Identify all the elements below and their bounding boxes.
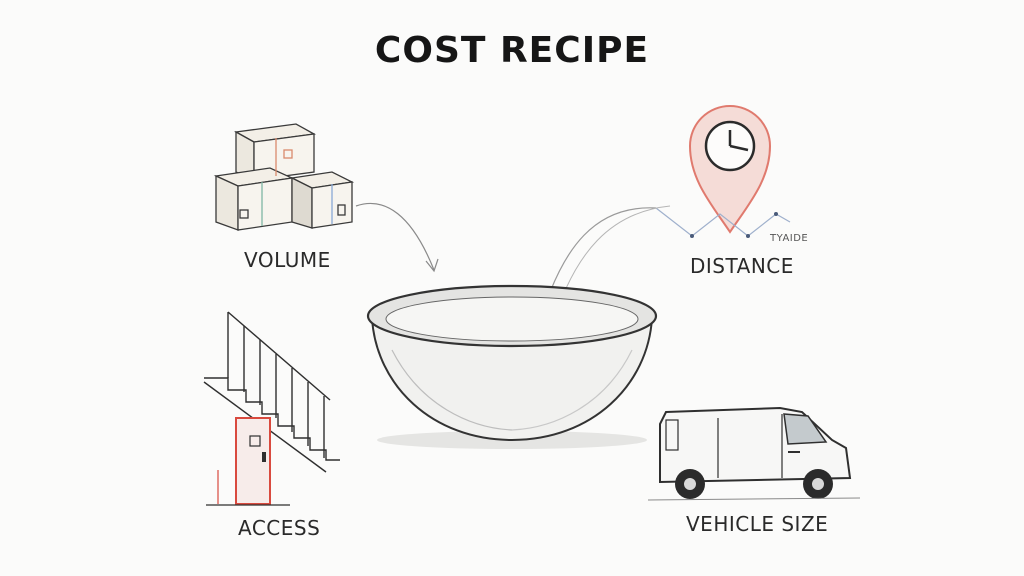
label-vehicle-size: VEHICLE SIZE — [686, 512, 829, 536]
route-line — [655, 207, 791, 237]
label-volume: VOLUME — [244, 248, 331, 272]
label-distance: DISTANCE — [690, 254, 794, 278]
van-icon — [647, 406, 861, 501]
volume-arrow — [355, 202, 435, 271]
diagram-title: COST RECIPE — [374, 30, 650, 71]
pin-scribble-text: TYAIDE — [770, 233, 809, 244]
door-icon — [206, 417, 290, 506]
staircase-icon — [203, 311, 340, 473]
label-access: ACCESS — [238, 516, 321, 540]
boxes-icon — [213, 123, 355, 231]
location-pin-icon — [688, 105, 772, 234]
mixing-bowl-icon — [366, 284, 658, 449]
